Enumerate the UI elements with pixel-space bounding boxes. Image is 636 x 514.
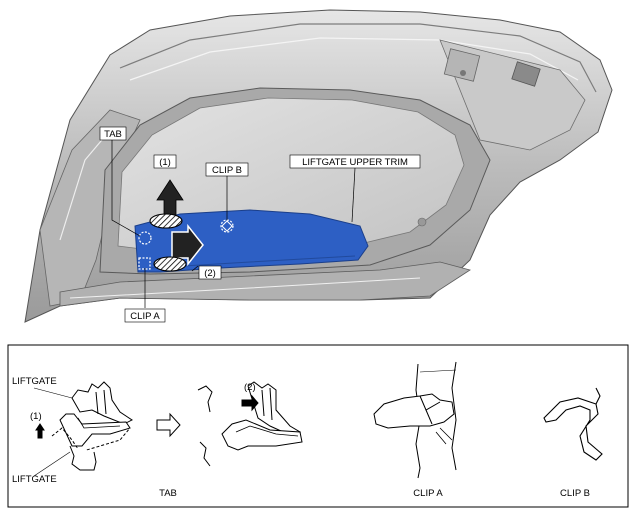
clip-a-detail <box>373 361 457 479</box>
tab-detail-after <box>197 381 303 467</box>
caption-clip-a: CLIP A <box>413 488 443 499</box>
detail-label-step-2: (2) <box>244 382 256 393</box>
hand-grip-upper <box>149 213 183 229</box>
liftgate-illustration: TAB (1) CLIP B LIFTGATE UPPER TRIM (2) C… <box>24 9 613 323</box>
tab-detail-before <box>33 381 133 477</box>
label-clip-b: CLIP B <box>212 165 242 176</box>
up-arrow-icon <box>156 179 184 217</box>
tab-marker <box>138 231 152 245</box>
detail-label-liftgate-top: LIFTGATE <box>12 376 57 387</box>
clip-a-marker <box>138 257 151 270</box>
clip-b-detail <box>543 387 603 461</box>
caption-clip-b: CLIP B <box>560 488 590 499</box>
detail-label-step-1: (1) <box>30 411 42 422</box>
label-tab: TAB <box>104 129 122 140</box>
detail-right-arrow-icon <box>241 394 259 412</box>
hand-grip-lower <box>153 256 187 272</box>
caption-tab: TAB <box>159 488 177 499</box>
label-step-2: (2) <box>204 268 216 279</box>
label-liftgate-upper-trim: LIFTGATE UPPER TRIM <box>302 157 408 168</box>
label-clip-a: CLIP A <box>130 311 160 322</box>
detail-up-arrow-icon <box>35 423 45 439</box>
detail-label-liftgate-bottom: LIFTGATE <box>12 474 57 485</box>
transition-arrow-icon <box>156 412 181 438</box>
label-step-1: (1) <box>159 157 171 168</box>
clip-b-marker <box>220 219 234 233</box>
